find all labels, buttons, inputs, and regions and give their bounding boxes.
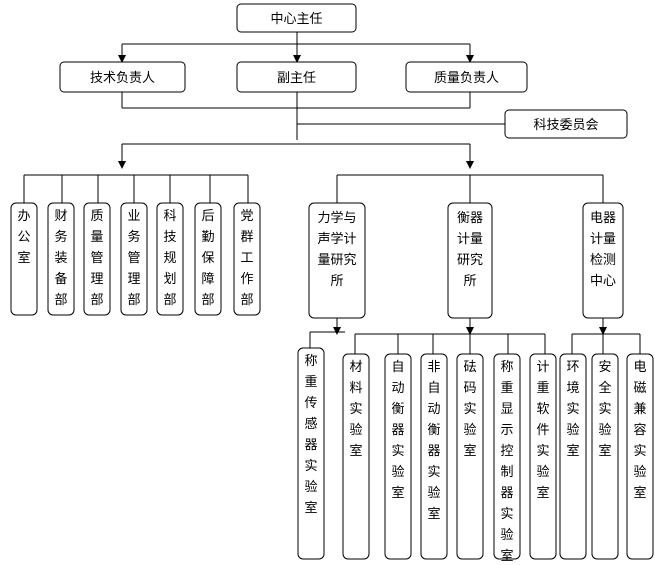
lab-weighing-2-box [456,353,484,560]
deputy-box [236,61,357,93]
lab-weighing-3-label: 称重显示控制器实验室 [500,360,513,564]
department-1-box [47,202,75,316]
department-0-box [10,202,38,316]
lab-weighing-4-label: 计重软件实验室 [536,360,549,501]
department-5-label: 后勤保障部 [201,209,214,308]
lab-weighing-1-box [420,353,448,560]
lab-weighing-1-label: 非自动衡器实验室 [427,360,440,522]
department-5-box [194,202,222,316]
director-label: 中心主任 [270,12,322,27]
lab-electrical-2-label: 电磁兼容实验室 [633,360,646,501]
department-2-label: 质量管理部 [90,209,103,308]
lab-mechanics-0-label: 称重传感器实验室 [304,354,317,516]
lab-weighing-0-box [384,353,412,560]
connector-lines [23,32,641,354]
lab-electrical-2-box [626,353,654,560]
institute-weighing-box [447,202,493,319]
lab-weighing-4-box [529,353,557,560]
deputy-label: 副主任 [277,71,316,86]
lab-electrical-0-box [559,353,587,560]
lab-mechanics-1-box [342,353,370,560]
institute-electrical-label: 电器计量检测中心 [590,211,616,289]
department-1-label: 财务装备部 [54,209,67,308]
lab-mechanics-0-box [297,347,325,560]
quality-lead-box [405,61,528,93]
institute-weighing-label: 衡器计量研究所 [457,211,483,289]
institute-mechanics-label: 力学与声学计量研究所 [317,210,356,289]
tech-lead-box [59,61,186,93]
lab-electrical-1-box [591,353,619,560]
department-6-label: 党群工作部 [240,209,253,308]
department-3-box [120,202,148,316]
department-0-label: 办公室 [17,209,30,266]
lab-electrical-1-label: 安全实验室 [598,360,611,459]
sci-committee-box [504,109,628,139]
department-4-label: 科技规划部 [163,209,176,308]
director-box [236,3,357,33]
lab-weighing-3-box [493,353,521,560]
sci-committee-label: 科技委员会 [533,118,598,133]
lab-mechanics-1-label: 材料实验室 [349,360,362,459]
department-4-box [156,202,184,316]
institute-electrical-box [582,202,624,319]
institute-mechanics-box [308,202,366,319]
department-3-label: 业务管理部 [127,209,140,308]
department-2-box [83,202,111,316]
lab-electrical-0-label: 环境实验室 [566,360,579,459]
department-6-box [233,202,261,316]
lab-weighing-0-label: 自动衡器实验室 [391,360,404,501]
lab-weighing-2-label: 砝码实验室 [463,360,476,459]
tech-lead-label: 技术负责人 [90,71,155,86]
quality-lead-label: 质量负责人 [434,71,499,86]
